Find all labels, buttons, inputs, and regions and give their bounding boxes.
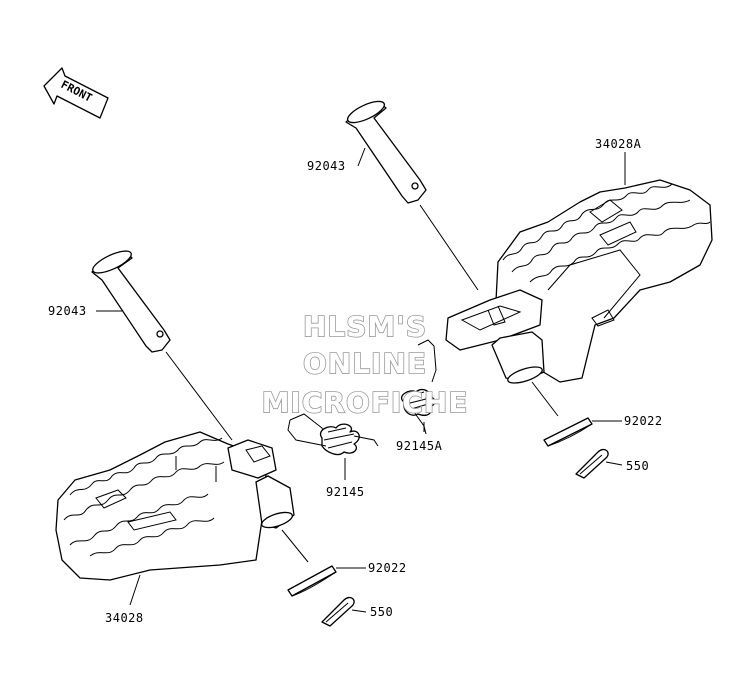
footpeg-left [55, 431, 269, 581]
label-pin-right: 92043 [307, 159, 346, 173]
pin-right [345, 100, 427, 204]
leader-footpeg-left-label [129, 574, 141, 606]
label-footpeg-right: 34028A [595, 137, 642, 151]
label-footpeg-left: 34028 [105, 611, 144, 625]
front-arrow-icon: FRONT [43, 67, 109, 119]
label-spring-left: 92145 [326, 485, 365, 499]
leader-washer-left [281, 529, 309, 563]
leader-cotter-left-label [351, 609, 367, 613]
label-washer-right: 92022 [624, 414, 663, 428]
footpeg-left-mount [227, 439, 295, 529]
watermark-line-3: MICROFICHE [262, 386, 469, 419]
spring-left [287, 413, 379, 456]
leader-washer-right [531, 381, 559, 417]
watermark-line-2: ONLINE [303, 347, 427, 380]
leader-pin-left [165, 351, 233, 441]
label-washer-left: 92022 [368, 561, 407, 575]
washer-left [287, 565, 337, 597]
cotter-pin-left [321, 596, 355, 627]
label-cotter-left: 550 [370, 605, 393, 619]
cotter-pin-right [575, 448, 609, 479]
spring-right [401, 339, 437, 435]
label-spring-right: 92145A [396, 439, 443, 453]
footpeg-right-mount [445, 289, 545, 384]
footpeg-right [494, 179, 713, 383]
label-pin-left: 92043 [48, 304, 87, 318]
leader-cotter-right-label [605, 461, 623, 466]
pin-left [91, 250, 171, 353]
label-cotter-right: 550 [626, 459, 649, 473]
watermark-line-1: HLSM'S [303, 310, 427, 343]
leader-pin-right-label [357, 147, 366, 167]
leader-pin-right [419, 204, 479, 291]
watermark: HLSM'S ONLINE MICROFICHE [261, 309, 469, 420]
washer-right [543, 417, 593, 447]
